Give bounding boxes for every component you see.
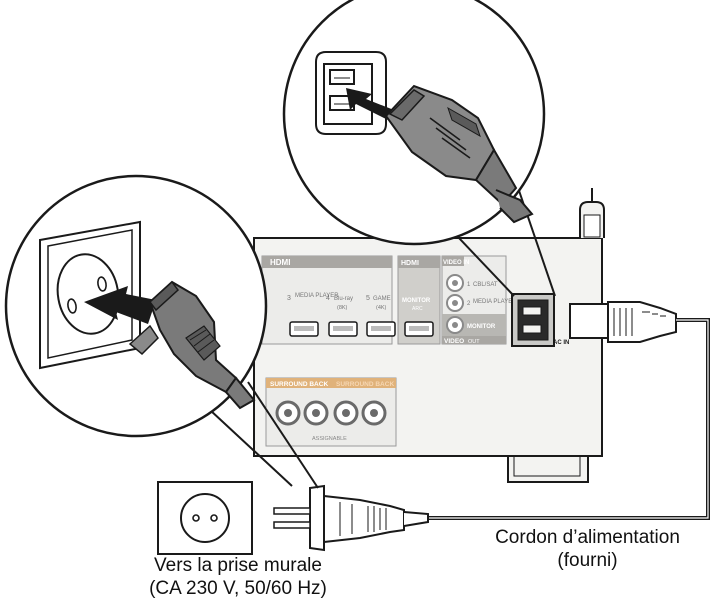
- hdmi-input-4-name: Blu-ray: [334, 296, 353, 302]
- hdmi-monitor-section: HDMI MONITOR ARC: [397, 255, 441, 345]
- speaker-terminal: [361, 400, 387, 426]
- speaker-terminal: [333, 400, 359, 426]
- wall-plug-icon: [273, 484, 429, 552]
- wall-outlet-icon: [157, 481, 253, 555]
- socket-zoom-callout: [4, 174, 319, 489]
- hdmi-port: [366, 321, 396, 337]
- hdmi-monitor-label: MONITOR: [402, 298, 431, 304]
- hdmi-input-3-name: MEDIA PLAYER: [295, 293, 339, 299]
- hdmi-port: [289, 321, 319, 337]
- wall-outlet-caption-line2: (CA 230 V, 50/60 Hz): [149, 578, 327, 599]
- ac-inlet: [511, 293, 555, 347]
- hdmi-in-section: HDMI 3 MEDIA PLAYER 4 Blu-ray (8K) 5 GAM…: [261, 255, 396, 345]
- hdmi-monitor-port: [404, 321, 434, 337]
- surround-back-label: SURROUND BACK: [270, 381, 328, 388]
- hdmi-input-5-name: GAME: [373, 296, 391, 302]
- ac-in-label: AC IN: [553, 340, 569, 346]
- hdmi-input-3-num: 3: [287, 295, 291, 302]
- wall-outlet-caption: Vers la prise murale (CA 230 V, 50/60 Hz…: [128, 554, 348, 600]
- antenna: [579, 188, 605, 238]
- power-cord-caption: Cordon d’alimentation (fourni): [470, 526, 705, 572]
- video-monitor-label: MONITOR: [467, 324, 496, 330]
- hdmi-port: [328, 321, 358, 337]
- surround-back-label-2: SURROUND BACK: [336, 381, 394, 388]
- inlet-zoom-callout: [282, 0, 556, 297]
- rca-jack: [446, 274, 464, 292]
- video-input-1-num: 1: [467, 282, 471, 288]
- video-in-header: VIDEO IN: [443, 260, 469, 266]
- video-input-2-name: MEDIA PLAYER: [473, 299, 517, 305]
- video-section: VIDEO IN 1 CBL/SAT 2 MEDIA PLAYER MONITO…: [441, 255, 517, 345]
- rca-jack: [446, 294, 464, 312]
- video-out-label: VIDEO: [444, 338, 464, 345]
- rca-jack: [446, 316, 464, 334]
- video-input-2-num: 2: [467, 301, 471, 307]
- surround-back-section: SURROUND BACK SURROUND BACK ASSIGNABLE: [265, 377, 397, 447]
- hdmi-input-4-sub: (8K): [337, 305, 348, 311]
- power-cord-caption-line1: Cordon d’alimentation: [495, 527, 680, 548]
- assignable-label: ASSIGNABLE: [312, 436, 347, 442]
- hdmi-header-label: HDMI: [270, 258, 290, 267]
- hdmi-input-4-num: 4: [326, 295, 330, 302]
- speaker-terminal: [275, 400, 301, 426]
- hdmi-input-5-sub: (4K): [376, 305, 387, 311]
- speaker-terminal: [303, 400, 329, 426]
- power-cord: [428, 301, 710, 520]
- receiver-rear-panel: HDMI 3 MEDIA PLAYER 4 Blu-ray (8K) 5 GAM…: [253, 188, 605, 483]
- hdmi-monitor-sub: ARC: [412, 306, 423, 312]
- hdmi-input-5-num: 5: [366, 295, 370, 302]
- power-cord-caption-line2: (fourni): [557, 550, 618, 571]
- hdmi-monitor-header: HDMI: [401, 260, 419, 267]
- video-out-tag: OUT: [468, 339, 480, 345]
- video-input-1-name: CBL/SAT: [473, 282, 498, 288]
- wall-outlet-caption-line1: Vers la prise murale: [154, 555, 322, 576]
